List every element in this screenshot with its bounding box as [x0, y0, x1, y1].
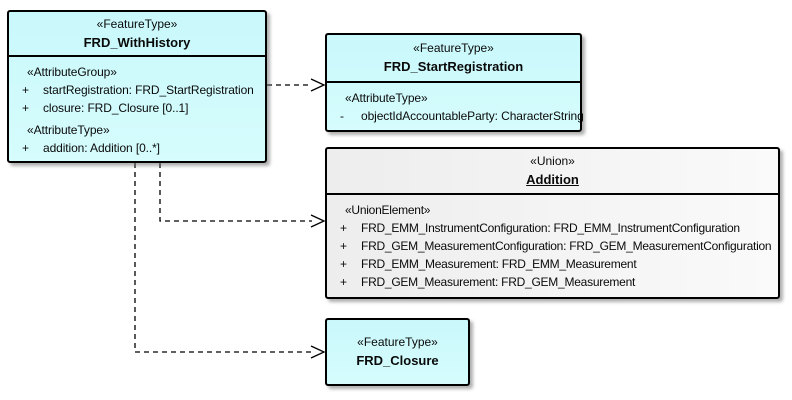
attribute-text: addition: Addition [0..*]: [43, 141, 160, 155]
visibility-marker: +: [340, 239, 347, 253]
stereotype-label: «Union»: [530, 154, 575, 168]
union-element-row: + FRD_GEM_Measurement: FRD_GEM_Measureme…: [331, 273, 774, 291]
class-name: FRD_Closure: [356, 353, 439, 368]
visibility-marker: +: [340, 275, 347, 289]
class-name: FRD_WithHistory: [83, 34, 191, 50]
union-element-row: + FRD_GEM_MeasurementConfiguration: FRD_…: [331, 237, 774, 255]
visibility-marker: -: [340, 109, 344, 123]
attribute-compartment: «AttributeType» - objectIdAccountablePar…: [327, 83, 584, 129]
attribute-compartment: «AttributeGroup» + startRegistration: FR…: [9, 57, 265, 161]
union-element-text: FRD_GEM_Measurement: FRD_GEM_Measurement: [361, 275, 636, 289]
union-element-text: FRD_EMM_Measurement: FRD_EMM_Measurement: [361, 257, 637, 271]
class-name: FRD_StartRegistration: [383, 59, 524, 74]
open-arrowhead-icon: [310, 345, 326, 359]
attribute-row: + closure: FRD_Closure [0..1]: [13, 99, 261, 117]
attribute-type-label: «AttributeType»: [345, 91, 428, 105]
union-element-text: FRD_EMM_InstrumentConfiguration: FRD_EMM…: [361, 221, 740, 235]
union-element-row: + FRD_EMM_InstrumentConfiguration: FRD_E…: [331, 219, 774, 237]
class-name: Addition: [526, 172, 579, 187]
dependency-line-to-frd-closure: [134, 163, 312, 353]
attribute-text: closure: FRD_Closure [0..1]: [43, 101, 189, 115]
class-header: «FeatureType» FRD_StartRegistration: [327, 35, 580, 83]
stereotype-label: «FeatureType»: [413, 41, 494, 55]
class-box-frd-closure: «FeatureType» FRD_Closure: [325, 318, 470, 386]
stereotype-label: «FeatureType»: [96, 16, 178, 31]
attribute-group-label: «AttributeGroup»: [27, 65, 117, 79]
visibility-marker: +: [22, 141, 29, 155]
open-arrowhead-icon: [310, 214, 326, 228]
attribute-text: startRegistration: FRD_StartRegistration: [43, 83, 254, 97]
visibility-marker: +: [22, 101, 29, 115]
visibility-marker: +: [340, 257, 347, 271]
attribute-text: objectIdAccountableParty: CharacterStrin…: [361, 109, 584, 123]
visibility-marker: +: [340, 221, 347, 235]
stereotype-label: «FeatureType»: [357, 335, 438, 349]
visibility-marker: +: [22, 83, 29, 97]
attribute-row: + addition: Addition [0..*]: [13, 139, 261, 157]
class-header: «FeatureType» FRD_WithHistory: [9, 12, 265, 57]
class-box-frd-withhistory: «FeatureType» FRD_WithHistory «Attribute…: [7, 10, 267, 163]
open-arrowhead-icon: [310, 78, 326, 92]
class-header: «FeatureType» FRD_Closure: [327, 320, 468, 384]
attribute-type-label: «AttributeType»: [27, 123, 110, 137]
union-element-compartment: «UnionElement» + FRD_EMM_InstrumentConfi…: [327, 195, 778, 295]
union-element-label: «UnionElement»: [345, 203, 431, 217]
attribute-row: - objectIdAccountableParty: CharacterStr…: [331, 107, 584, 125]
attribute-row: + startRegistration: FRD_StartRegistrati…: [13, 81, 261, 99]
class-header: «Union» Addition: [327, 149, 778, 195]
union-element-row: + FRD_EMM_Measurement: FRD_EMM_Measureme…: [331, 255, 774, 273]
class-box-addition: «Union» Addition «UnionElement» + FRD_EM…: [325, 147, 780, 299]
dependency-line-to-addition: [159, 163, 312, 222]
union-element-text: FRD_GEM_MeasurementConfiguration: FRD_GE…: [361, 239, 772, 253]
class-box-frd-startregistration: «FeatureType» FRD_StartRegistration «Att…: [325, 33, 584, 132]
